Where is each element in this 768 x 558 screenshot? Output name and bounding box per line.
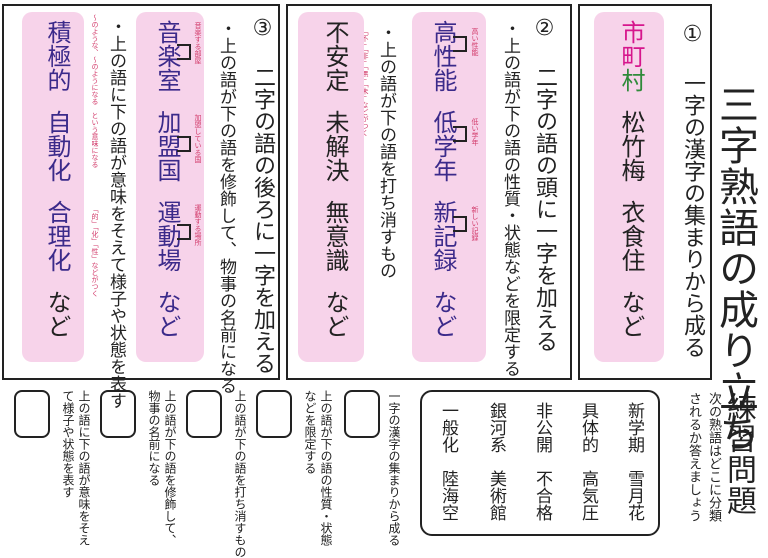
example-word-3: 衣食住 xyxy=(617,200,645,272)
example-word-3: 運動場 xyxy=(153,200,181,272)
category-label-4b: 物事の名前になる xyxy=(147,390,161,486)
bracket xyxy=(453,216,467,232)
example-word-2: 松竹梅 xyxy=(617,110,645,182)
section-3-example-panel-1 xyxy=(136,12,204,362)
section-2-bullet-2: ・上の語が下の語を打ち消すもの xyxy=(376,24,396,279)
section-3-heading: ③ 二字の語の後ろに一字を加える xyxy=(250,16,275,374)
example-word-5: 未解決 xyxy=(321,110,349,182)
bracket xyxy=(177,136,191,152)
example-word-4: 積極的 xyxy=(43,20,71,92)
category-label-5a: 上の語に下の語が意味をそえ xyxy=(77,390,91,546)
example-word-6: 合理化 xyxy=(43,200,71,272)
practice-word: 不合格 xyxy=(532,470,552,521)
section-1-heading: ① 一字の漢字の集まりから成る xyxy=(680,22,705,358)
practice-title: 練習問題 xyxy=(721,392,756,516)
example-word-1: 市町村 xyxy=(614,20,649,92)
example-char-2: 町 xyxy=(617,44,645,68)
section-1-example-panel xyxy=(594,12,664,362)
category-label-3: 上の語が下の語を打ち消すもの xyxy=(233,390,247,558)
practice-word: 美術館 xyxy=(486,470,506,521)
practice-word: 銀河系 xyxy=(486,402,506,453)
example-word-5: 自動化 xyxy=(43,110,71,182)
practice-word: 陸海空 xyxy=(438,470,458,521)
answer-box-5[interactable] xyxy=(14,390,50,438)
section-2-example-panel-1 xyxy=(412,12,486,362)
example-word-2: 低学年 xyxy=(429,110,457,182)
category-label-2a: 上の語が下の語の性質・状態 xyxy=(319,390,333,546)
answer-box-4[interactable] xyxy=(100,390,136,438)
section-3-bullet-2: ・上の語に下の語が意味をそえて様子や状態を表す xyxy=(106,18,126,409)
annotation-2: 加盟している国 xyxy=(194,114,202,163)
practice-word: 一般化 xyxy=(438,402,458,453)
example-word-3: 新記録 xyxy=(429,200,457,272)
category-label-2b: などを限定する xyxy=(303,390,317,474)
example-word-6: 無意識 xyxy=(321,200,349,272)
example-char-3: 村 xyxy=(617,68,645,92)
bracket xyxy=(453,36,467,52)
answer-box-1[interactable] xyxy=(344,390,380,438)
negation-note: 「不」「非」「無」「未」などがつく xyxy=(361,28,369,137)
example-word-2: 加盟国 xyxy=(153,110,181,182)
category-label-1: 一字の漢字の集まりから成る xyxy=(387,390,401,546)
annotation-1: 高い性能 xyxy=(471,28,479,56)
practice-word: 雪月花 xyxy=(624,470,644,521)
practice-word: 具体的 xyxy=(578,402,598,453)
suffix-note-2: 「的」「化」「性」などがつく xyxy=(91,206,99,297)
section-3-bullet-1: ・上の語が下の語を修飾して、物事の名前になる xyxy=(216,20,236,394)
etc-label: など xyxy=(43,290,71,338)
answer-box-3[interactable] xyxy=(186,390,222,438)
example-word-1: 音楽室 xyxy=(153,20,181,92)
bracket xyxy=(177,224,191,240)
category-label-4a: 上の語が下の語を修飾して、 xyxy=(163,390,177,546)
section-3-example-panel-2 xyxy=(22,12,84,362)
etc-label: など xyxy=(153,290,181,338)
annotation-1: 音楽する部屋 xyxy=(194,22,202,64)
practice-instruction-1: 次の熟語はどこに分類 xyxy=(706,392,721,522)
example-word-4: 不安定 xyxy=(321,20,349,92)
category-label-5b: て様子や状態を表す xyxy=(61,390,75,498)
answer-box-2[interactable] xyxy=(256,390,292,438)
example-char-1: 市 xyxy=(617,20,645,44)
annotation-2: 低い学年 xyxy=(471,118,479,146)
annotation-3: 運動する場所 xyxy=(194,204,202,246)
practice-word: 非公開 xyxy=(532,402,552,453)
practice-word-box xyxy=(420,390,660,536)
practice-word: 新学期 xyxy=(624,402,644,453)
section-2-example-panel-2 xyxy=(298,12,364,362)
page-title: 三字熟語の成り立ち xyxy=(712,84,758,453)
bracket xyxy=(453,126,467,142)
section-2-bullet-1: ・上の語が下の語の性質・状態などを限定する xyxy=(500,20,520,377)
etc-label: など xyxy=(429,290,457,338)
example-word-1: 高性能 xyxy=(429,20,457,92)
practice-word: 高気圧 xyxy=(578,470,598,521)
section-2-heading: ② 二字の語の頭に一字を加える xyxy=(532,16,557,352)
suffix-note-1: 〜のような、〜のようになる という意味になる xyxy=(91,14,99,168)
practice-instruction-2: されるか答えましょう xyxy=(686,392,701,522)
etc-label: など xyxy=(617,290,645,338)
bracket xyxy=(177,44,191,60)
etc-label: など xyxy=(321,290,349,338)
annotation-3: 新しい記録 xyxy=(471,206,479,241)
